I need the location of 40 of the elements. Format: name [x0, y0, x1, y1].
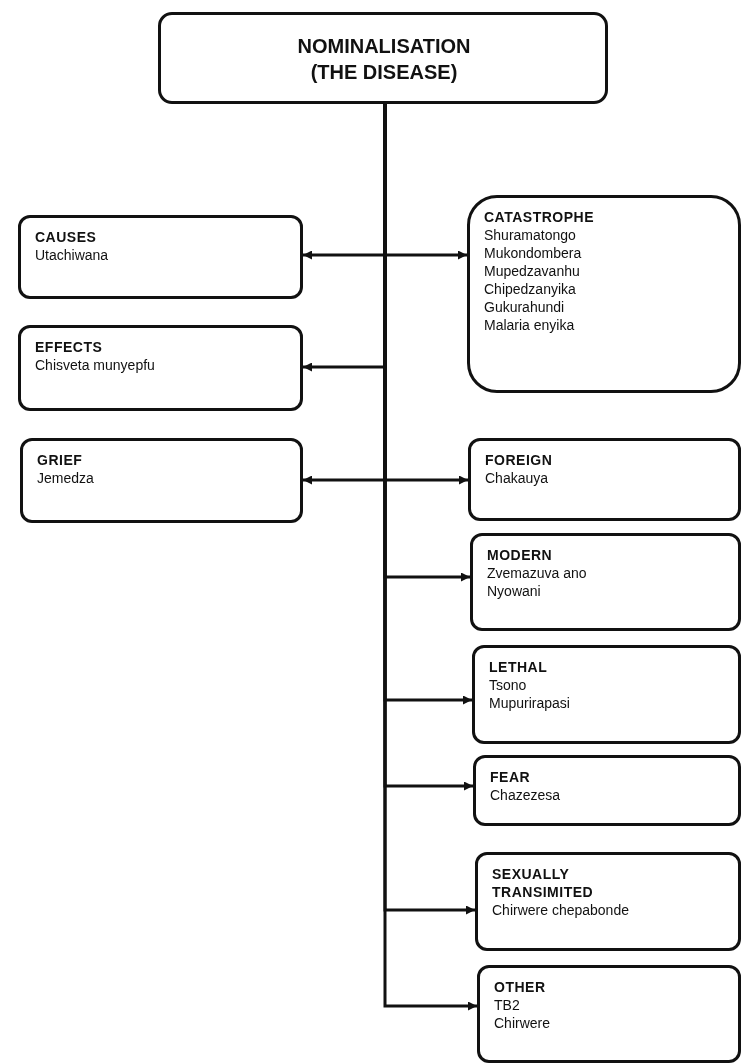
category-box	[468, 438, 741, 521]
category-heading: MODERN	[487, 546, 553, 564]
category-heading: LETHAL	[489, 658, 548, 676]
term-text: Chipedzanyika	[484, 280, 576, 298]
category-box	[475, 852, 741, 951]
term-text: Chakauya	[485, 469, 549, 487]
category-box	[470, 533, 741, 631]
category-box	[18, 215, 303, 299]
category-heading: SEXUALLY TRANSIMITED	[492, 865, 595, 901]
category-heading: OTHER	[494, 978, 546, 996]
category-heading: CAUSES	[35, 228, 97, 246]
category-box	[18, 325, 303, 411]
node-label: NOMINALISATION (THE DISEASE)	[296, 34, 472, 85]
category-heading: FOREIGN	[485, 451, 553, 469]
term-text: Nyowani	[487, 582, 541, 600]
category-box	[473, 755, 741, 826]
category-box	[472, 645, 741, 744]
category-box	[467, 195, 741, 393]
term-text: Chirwere chepabonde	[492, 901, 629, 919]
category-heading: FEAR	[490, 768, 531, 786]
term-text: Chisveta munyepfu	[35, 356, 155, 374]
term-text: Gukurahundi	[484, 298, 565, 316]
term-text: Mupurirapasi	[489, 694, 570, 712]
term-text: Mukondombera	[484, 244, 582, 262]
term-text: Chazezesa	[490, 786, 561, 804]
category-heading: EFFECTS	[35, 338, 103, 356]
term-text: Malaria enyika	[484, 316, 575, 334]
category-box	[477, 965, 741, 1063]
category-box	[20, 438, 303, 523]
term-text: TB2	[494, 996, 520, 1014]
term-text: Utachiwana	[35, 246, 109, 264]
category-heading: GRIEF	[37, 451, 83, 469]
term-text: Mupedzavanhu	[484, 262, 580, 280]
term-text: Shuramatongo	[484, 226, 576, 244]
term-text: Chirwere	[494, 1014, 550, 1032]
term-text: Tsono	[489, 676, 527, 694]
category-heading: CATASTROPHE	[484, 208, 594, 226]
term-text: Jemedza	[37, 469, 94, 487]
root-box	[158, 12, 608, 104]
term-text: Zvemazuva ano	[487, 564, 587, 582]
